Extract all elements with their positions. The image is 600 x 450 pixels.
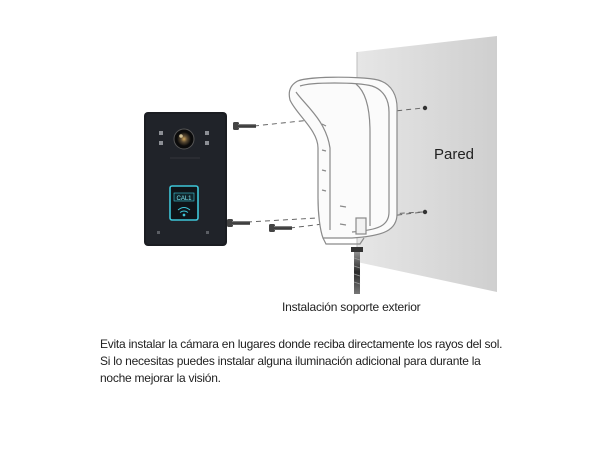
outdoor-bracket (288, 76, 398, 245)
screw-top (233, 122, 256, 130)
note-line: Si lo necesitas puedes instalar alguna i… (100, 354, 481, 368)
bracket-label: Instalación soporte exterior (282, 300, 421, 314)
card-reader: CAL1 (169, 185, 199, 221)
screw-right (269, 224, 292, 232)
ir-led-icons (159, 131, 209, 145)
bracket-bottom-screw (351, 247, 363, 294)
card-reader-text: CAL1 (176, 196, 192, 202)
note-line: Evita instalar la cámara en lugares dond… (100, 337, 503, 351)
installation-note: Evita instalar la cámara en lugares dond… (100, 336, 520, 387)
nfc-wifi-icon (177, 207, 191, 217)
wall-anchor-points (422, 105, 428, 215)
note-line: noche mejorar la visión. (100, 371, 221, 385)
camera-lens-icon (173, 128, 195, 150)
wall-label: Pared (434, 146, 475, 163)
doorbell-camera-device: CAL1 (144, 112, 227, 246)
mounting-screws (227, 122, 292, 232)
screw-middle (227, 219, 250, 227)
